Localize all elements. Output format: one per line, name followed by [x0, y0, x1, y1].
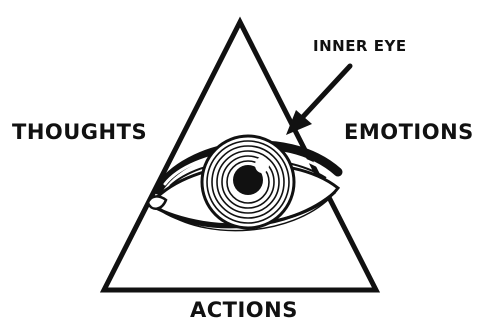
thoughts-label: THOUGHTS: [12, 120, 147, 144]
inner-eye-label: INNER EYE: [313, 37, 407, 55]
actions-label: ACTIONS: [190, 298, 298, 322]
arrow-icon: [286, 66, 350, 135]
emotions-label: EMOTIONS: [344, 120, 474, 144]
